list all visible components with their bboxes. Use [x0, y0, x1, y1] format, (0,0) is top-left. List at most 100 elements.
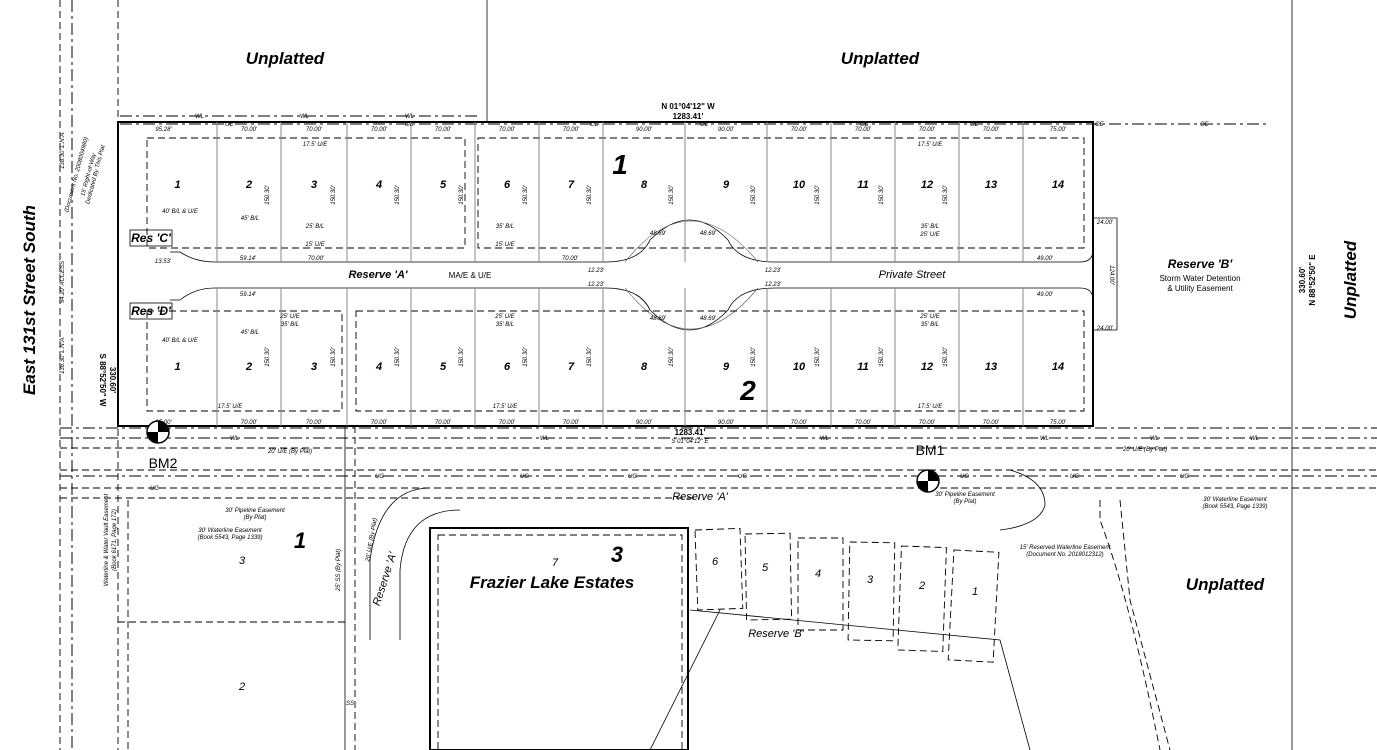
lot-depth: 150.30': [395, 184, 401, 204]
lot-number: 8: [641, 179, 648, 191]
lot-frontage: 70.00': [241, 127, 258, 133]
frazier-label: Frazier Lake Estates: [470, 573, 634, 592]
res-c-box: [129, 229, 173, 247]
lot-frontage: 70.00': [435, 127, 452, 133]
lot-frontage: 70.00': [983, 127, 1000, 133]
callout-pipeline: (By Plat): [243, 515, 266, 521]
oe-label: OE: [970, 122, 980, 128]
lot-depth: 150.30': [331, 346, 337, 366]
lot-number: 12: [921, 361, 933, 373]
frazier-lot-outline: [694, 527, 744, 611]
setback-block2-east: [355, 310, 1085, 412]
reserve-b-label: Reserve 'B': [1168, 257, 1234, 271]
road-curve-east: [999, 469, 1046, 531]
lot-number: 7: [568, 179, 575, 191]
lot-depth: 150.30': [669, 184, 675, 204]
street-dim: 49.00': [1037, 292, 1054, 298]
lot-depth: 150.30': [751, 346, 757, 366]
cul-de-sac-arc: [624, 220, 759, 263]
callout-pipeline: (By Plat): [953, 499, 976, 505]
wl-label: WL: [405, 114, 414, 120]
lot-number: 9: [723, 179, 730, 191]
easement-note: 15' U/E: [305, 242, 325, 248]
lot-number: 8: [641, 361, 648, 373]
lot-frontage: 70.00': [371, 127, 388, 133]
street-dim: 59.14': [240, 256, 257, 262]
plat-boundary: [117, 121, 1094, 427]
oe-label: OE: [1095, 122, 1105, 128]
lot-number: 13: [985, 361, 997, 373]
wl-label: WL: [230, 436, 239, 442]
easement-note: 35' B/L: [921, 224, 940, 230]
street-dim: 48.69': [700, 231, 717, 237]
lot-depth: 150.30': [943, 184, 949, 204]
lot-frontage: 70.00': [791, 420, 808, 426]
lot-frontage: 70.00': [791, 127, 808, 133]
block-1-south: 1: [294, 528, 306, 553]
lot-depth: 150.30': [587, 184, 593, 204]
oe-label: OE: [225, 122, 235, 128]
lot-number: 5: [440, 361, 447, 373]
street-dim: 13.53': [155, 259, 172, 265]
frazier-lot-number: 2: [918, 580, 925, 592]
easement-note: 25' U/E: [919, 232, 940, 238]
frazier-block: [429, 527, 689, 750]
callout-ue: 20' U/E (By Plat): [365, 518, 379, 564]
lot-frontage: 70.00': [855, 420, 872, 426]
street-dim: 12.23': [765, 268, 782, 274]
lot-depth: 150.30': [879, 346, 885, 366]
callout-waterline: 30' Waterline Easement: [198, 528, 262, 534]
lot-number: 2: [245, 361, 252, 373]
frontages-block1: 95.28'70.00'70.00'70.00'70.00'70.00'70.0…: [155, 127, 1067, 133]
lot-7-south: 7: [552, 557, 559, 569]
street-dim: 12.23': [765, 282, 782, 288]
setback-block1-east: [477, 137, 1085, 249]
reserve-b-south-edge: [649, 609, 721, 750]
street-dim: 70.00': [308, 256, 325, 262]
ug-label: UG: [960, 474, 969, 480]
street-dim: 49.00': [1037, 256, 1054, 262]
street-dim: 59.14': [240, 292, 257, 298]
callout-lna: 136.30' L.N.A.: [60, 336, 66, 374]
lot-number: 5: [440, 179, 447, 191]
lot-depth: 150.30': [459, 184, 465, 204]
oe-label: OE: [405, 122, 415, 128]
lot-frontage: 70.00': [306, 127, 323, 133]
lot-frontage: 70.00': [435, 420, 452, 426]
ue-label: 20' U/E (By Plat): [267, 449, 312, 455]
ss-label: SS: [346, 701, 354, 707]
lot-frontage: 90.00': [636, 127, 653, 133]
lot-frontage: 90.00': [718, 420, 735, 426]
lot-frontage: 70.00': [499, 420, 516, 426]
callout-reserved: (Document No. 2018012312): [1026, 552, 1103, 558]
lot-depth: 150.30': [751, 184, 757, 204]
easement-note: 40' B/L & U/E: [162, 209, 199, 215]
easement-note: 17.5' U/E: [918, 142, 943, 148]
lot-frontage: 70.00': [563, 420, 580, 426]
frazier-lot-number: 1: [972, 586, 978, 598]
lot-number: 10: [793, 361, 806, 373]
frazier-lot-number: 6: [712, 556, 719, 568]
reserve-b-south-edge: [689, 609, 1031, 750]
block-2-label: 2: [739, 375, 756, 406]
easement-note: 17.5' U/E: [218, 404, 243, 410]
easement-note: 25' U/E: [919, 314, 940, 320]
easement-note: 35' B/L: [496, 224, 515, 230]
oe-label: OE: [1200, 122, 1210, 128]
lot-number: 1: [174, 361, 180, 373]
wl-label: WL: [820, 436, 829, 442]
reserve-a-easement: MA/E & U/E: [449, 271, 492, 280]
setback-block2-west: [146, 310, 343, 412]
street-dim: 124.00': [1108, 265, 1114, 285]
street-dim: 48.69': [650, 316, 667, 322]
lot-lines-block2: [216, 288, 1024, 426]
easement-note: 17.5' U/E: [493, 404, 518, 410]
frazier-lot-outline: [744, 532, 793, 621]
lot-number: 4: [375, 361, 382, 373]
lot-number: 13: [985, 179, 997, 191]
frazier-lot-number: 3: [867, 574, 874, 586]
easement-note: 35' B/L: [281, 322, 300, 328]
street-dim: 70.00': [562, 256, 579, 262]
